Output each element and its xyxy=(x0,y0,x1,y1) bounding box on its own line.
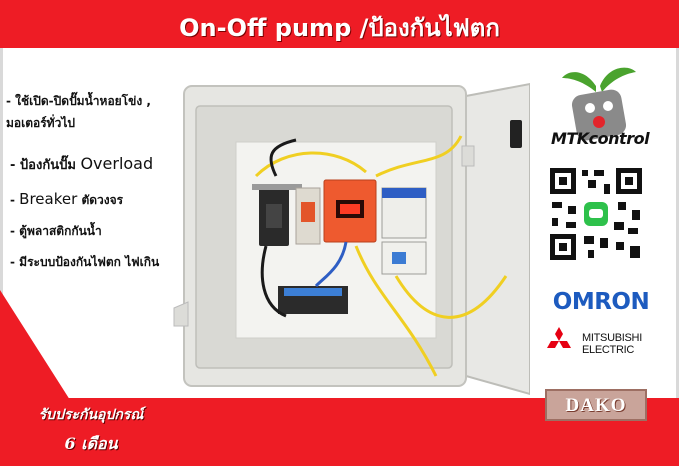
breaker-rail xyxy=(252,184,302,190)
mount-ear-left xyxy=(173,301,189,327)
feature-overload-keyword: Overload xyxy=(80,154,154,173)
control-box-photo xyxy=(173,82,530,396)
surge-indicator xyxy=(301,202,315,222)
feature-breaker-prefix: - xyxy=(10,193,20,207)
bottom-white-strip xyxy=(0,466,679,474)
dako-brand: DAKO xyxy=(565,395,627,416)
mitsubishi-line2: ELECTRIC xyxy=(582,344,634,356)
mount-ear-right xyxy=(461,145,475,167)
feature-overload: - ป้องกันปั๊ม Overload xyxy=(10,154,153,175)
feature-breaker: - Breaker ตัดวงจร xyxy=(10,190,123,210)
feature-breaker-keyword: Breaker xyxy=(19,190,78,208)
wire-yellow-3 xyxy=(354,245,438,377)
right-border xyxy=(676,48,679,474)
mitsubishi-diamond-icon xyxy=(547,327,571,348)
terminal-screws xyxy=(284,288,342,296)
wire-yellow-2 xyxy=(375,135,463,178)
mitsubishi-brand: MITSUBISHI ELECTRIC xyxy=(582,332,642,356)
wire-yellow-1 xyxy=(254,151,367,178)
feature-usage: - ใช้เปิด-ปิดปั๊มน้ำหอยโข่ง , xyxy=(6,94,151,108)
feature-voltage-protection: - มีระบบป้องกันไฟตก ไฟเกิน xyxy=(10,255,160,269)
top-banner: On-Off pump /ป้องกันไฟตก xyxy=(0,0,679,48)
mtk-mascot-icon xyxy=(562,67,636,141)
page-title: On-Off pump /ป้องกันไฟตก xyxy=(179,14,500,42)
dako-logo: DAKO xyxy=(545,389,647,421)
left-border xyxy=(0,48,3,474)
contactor-terminals xyxy=(382,188,426,198)
feature-overload-prefix: - ป้องกันปั๊ม xyxy=(10,158,76,173)
overload-knob xyxy=(392,252,406,264)
mtk-brand: MTKcontrol xyxy=(550,129,650,148)
door-latch xyxy=(510,120,522,148)
feature-usage-cont: มอเตอร์ทั่วไป xyxy=(6,116,75,130)
wire-blue-1 xyxy=(314,241,348,288)
wire-black-1 xyxy=(260,245,287,318)
warranty-duration: 6 เดือน xyxy=(64,434,118,453)
feature-waterproof: - ตู้พลาสติกกันน้ำ xyxy=(10,224,102,238)
breaker-toggle xyxy=(266,204,282,228)
wire-yellow-4 xyxy=(394,275,508,319)
relay-display-digits xyxy=(340,204,360,214)
warranty-badge: รับประกันอุปกรณ์ 6 เดือน xyxy=(6,404,176,457)
wire-black-2 xyxy=(269,138,297,177)
omron-brand: OMRON xyxy=(552,289,650,315)
warranty-label: รับประกันอุปกรณ์ xyxy=(38,407,144,423)
bottom-left-accent xyxy=(0,290,70,400)
mitsubishi-line1: MITSUBISHI xyxy=(582,332,642,344)
feature-breaker-suffix: ตัดวงจร xyxy=(77,193,124,207)
line-qr-code[interactable] xyxy=(548,166,644,262)
